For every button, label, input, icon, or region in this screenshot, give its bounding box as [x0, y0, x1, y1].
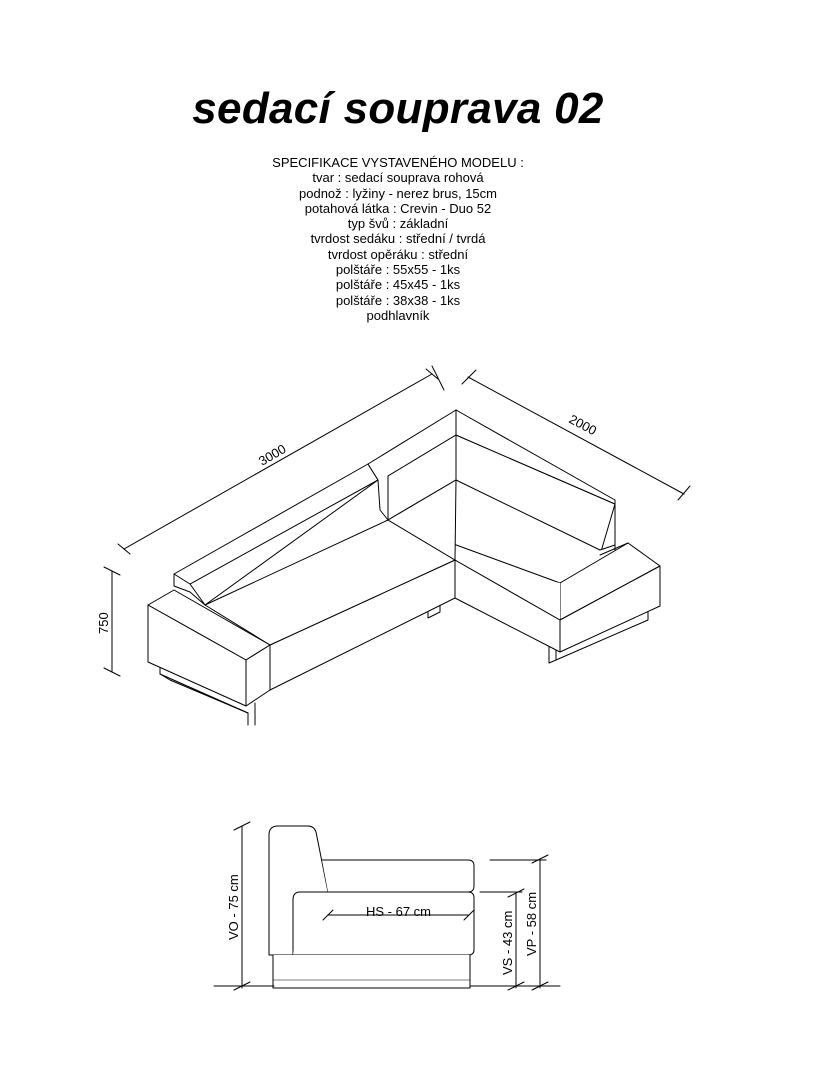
side-profile-drawing: [268, 825, 475, 989]
spec-line-pillow-38: polštáře : 38x38 - 1ks: [335, 292, 461, 308]
spec-line-pillow-45: polštáře : 45x45 - 1ks: [335, 277, 461, 293]
seat-height-label: VS - 43 cm: [500, 911, 515, 975]
spec-line-base: podnož : lyžiny - nerez brus, 15cm: [299, 185, 497, 201]
isometric-sofa-drawing: [147, 409, 661, 726]
page-title: sedací souprava 02: [192, 84, 604, 133]
seat-depth-label: HS - 67 cm: [366, 904, 431, 919]
spec-heading: SPECIFIKACE VYSTAVENÉHO MODELU :: [272, 155, 524, 170]
specification-block: SPECIFIKACE VYSTAVENÉHO MODELU : tvar : …: [0, 155, 796, 323]
iso-dimension-lines: [103, 365, 691, 677]
height-dimension-label: 750: [96, 612, 111, 634]
spec-line-seat-firmness: tvrdost sedáku : střední / tvrdá: [310, 231, 486, 247]
spec-line-headrest: podhlavník: [366, 307, 430, 323]
spec-line-back-firmness: tvrdost opěráku : střední: [327, 246, 469, 262]
spec-line-pillow-55: polštáře : 55x55 - 1ks: [335, 262, 461, 278]
depth-dimension-label: 2000: [567, 411, 600, 438]
spec-line-fabric: potahová látka : Crevin - Duo 52: [304, 200, 492, 216]
spec-line-seams: typ švů : základní: [347, 216, 449, 232]
side-dimension-lines: [213, 821, 561, 991]
backrest-height-label: VO - 75 cm: [226, 874, 241, 940]
armrest-height-label: VP - 58 cm: [524, 892, 539, 956]
spec-line-shape: tvar : sedací souprava rohová: [312, 170, 484, 186]
